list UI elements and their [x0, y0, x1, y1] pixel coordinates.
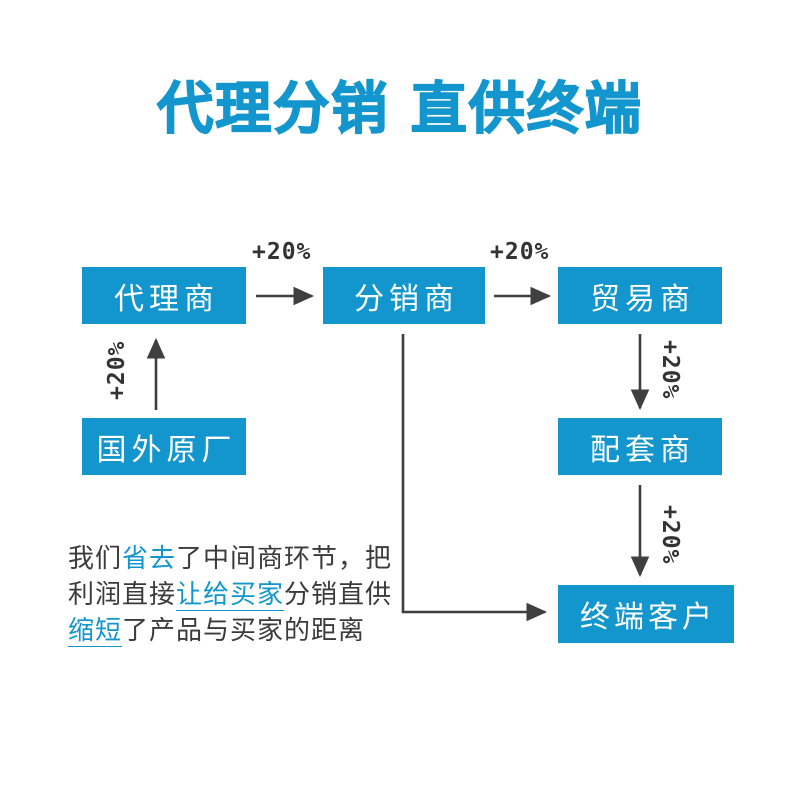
markup-label-support-to-enduser: +20%: [657, 505, 683, 565]
blurb-seg-1: 我们: [68, 544, 123, 574]
page-title: 代理分销 直供终端: [157, 77, 643, 143]
blurb-highlight-give-to-buyer: 让给买家: [176, 580, 285, 611]
blurb-seg-7: 距离: [311, 616, 366, 646]
blurb-seg-3: 把利润直接: [68, 544, 393, 610]
markup-label-trade-to-support: +20%: [657, 340, 683, 400]
arrow-dist-to-enduser: [401, 334, 548, 622]
blurb-highlight-shorten: 缩短: [68, 616, 123, 647]
blurb-seg-4: 分销: [284, 580, 339, 610]
blurb-highlight-save: 省去: [122, 544, 177, 574]
markup-label-agent-to-dist: +20%: [252, 239, 312, 265]
node-supporting-vendor[interactable]: 配套商: [558, 418, 722, 475]
node-overseas-factory[interactable]: 国外原厂: [82, 418, 246, 475]
node-distributor[interactable]: 分销商: [323, 267, 485, 324]
node-trader[interactable]: 贸易商: [558, 267, 722, 324]
blurb-seg-6: 了产品与买家的: [122, 616, 312, 646]
blurb-seg-2: 了中间商环节，: [176, 544, 366, 574]
markup-label-factory-to-agent: +20%: [104, 340, 130, 400]
node-agent[interactable]: 代理商: [82, 267, 246, 324]
node-end-customer[interactable]: 终端客户: [558, 585, 734, 643]
blurb-seg-5: 直供: [338, 580, 393, 610]
markup-label-dist-to-trade: +20%: [490, 239, 550, 265]
value-proposition-text: 我们省去了中间商环节，把利润直接让给买家分销直供缩短了产品与买家的距离: [68, 541, 398, 649]
